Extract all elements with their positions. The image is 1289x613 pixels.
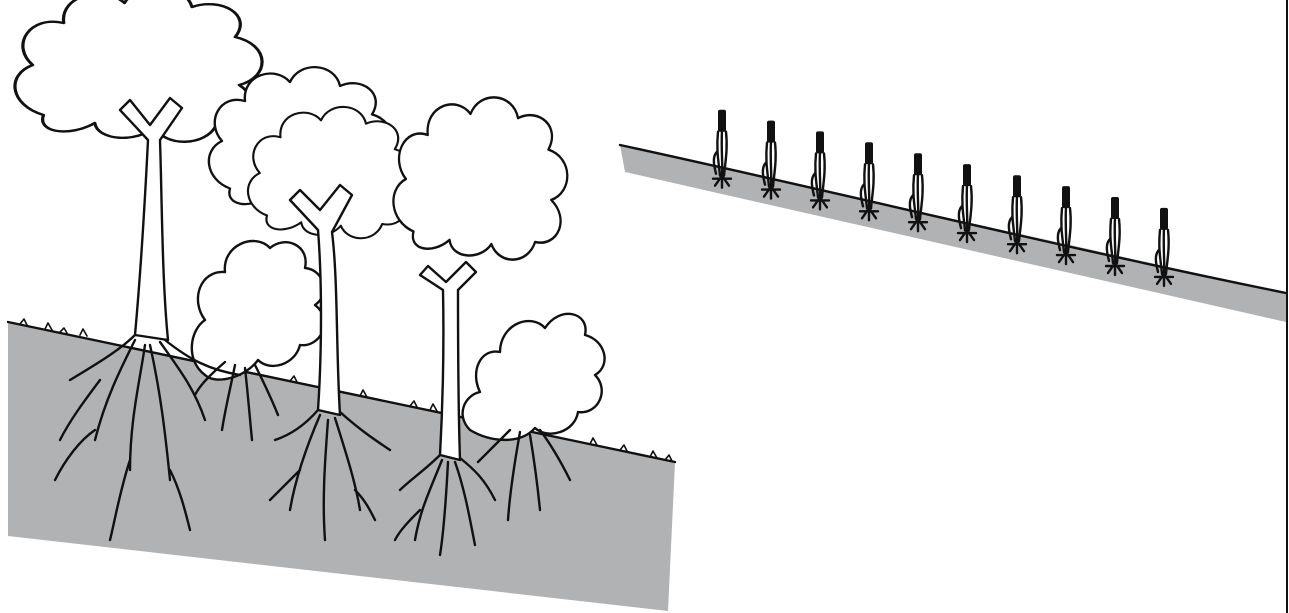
shrub-right (463, 314, 605, 440)
shrub-middle (192, 241, 325, 380)
